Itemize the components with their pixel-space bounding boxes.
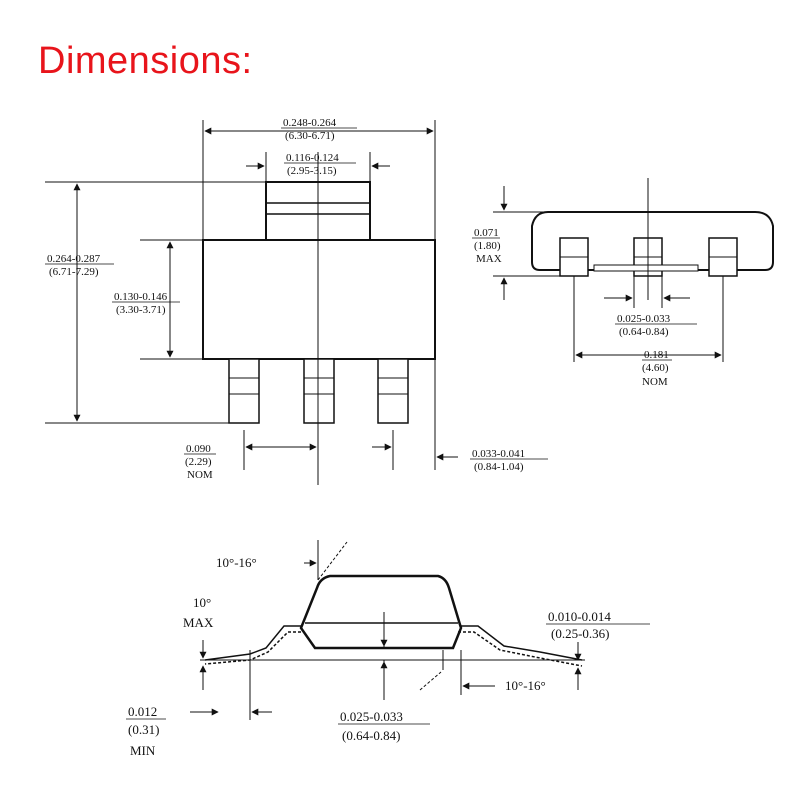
pitch-label: 0.090 bbox=[186, 443, 211, 455]
lead-center bbox=[303, 358, 335, 424]
body-height-mm-label: (3.30-3.71) bbox=[116, 304, 166, 316]
pitch-mm-label: (2.29) bbox=[185, 456, 212, 468]
standoff-label: 0.012 bbox=[128, 704, 157, 719]
lead-right bbox=[377, 358, 409, 424]
body-height-label: 0.130-0.146 bbox=[114, 291, 168, 303]
angle-left-label: 10° bbox=[193, 595, 211, 610]
foot-label: 0.025-0.033 bbox=[340, 709, 403, 724]
side-view bbox=[493, 178, 774, 362]
span-label: 0.181 bbox=[644, 349, 669, 361]
standoff-mm-label: (0.31) bbox=[128, 722, 159, 737]
overall-height-mm-label: (6.71-7.29) bbox=[49, 266, 99, 278]
foot-mm-label: (0.64-0.84) bbox=[342, 728, 401, 743]
angle-top-label: 10°-16° bbox=[216, 555, 257, 570]
height-mm-label: (1.80) bbox=[474, 240, 501, 252]
body-outline bbox=[202, 239, 436, 360]
lead-thick-label: 0.010-0.014 bbox=[548, 609, 611, 624]
top-view bbox=[45, 120, 458, 485]
lead-width-label: 0.033-0.041 bbox=[472, 448, 525, 460]
pitch-nom-label: NOM bbox=[187, 469, 213, 481]
angle-right-label: 10°-16° bbox=[505, 678, 546, 693]
tab-width-label: 0.116-0.124 bbox=[286, 152, 339, 164]
standoff-min-label: MIN bbox=[130, 743, 156, 758]
height-label: 0.071 bbox=[474, 227, 499, 239]
page-title: Dimensions: bbox=[38, 40, 253, 82]
overall-height-label: 0.264-0.287 bbox=[47, 253, 101, 265]
tab-width-mm-label: (2.95-3.15) bbox=[287, 165, 337, 177]
height-max-label: MAX bbox=[476, 253, 502, 265]
end-view bbox=[190, 540, 585, 720]
lead-w-mm-label: (0.64-0.84) bbox=[619, 326, 669, 338]
overall-width-label: 0.248-0.264 bbox=[283, 117, 337, 129]
lead-left bbox=[228, 358, 260, 424]
angle-left-max-label: MAX bbox=[183, 615, 214, 630]
lead-width-mm-label: (0.84-1.04) bbox=[474, 461, 524, 473]
lead-thick-mm-label: (0.25-0.36) bbox=[551, 626, 610, 641]
lead-w-label: 0.025-0.033 bbox=[617, 313, 671, 325]
end-body-outline bbox=[299, 574, 463, 650]
span-mm-label: (4.60) bbox=[642, 362, 669, 374]
span-nom-label: NOM bbox=[642, 376, 668, 388]
overall-width-mm-label: (6.30-6.71) bbox=[285, 130, 335, 142]
